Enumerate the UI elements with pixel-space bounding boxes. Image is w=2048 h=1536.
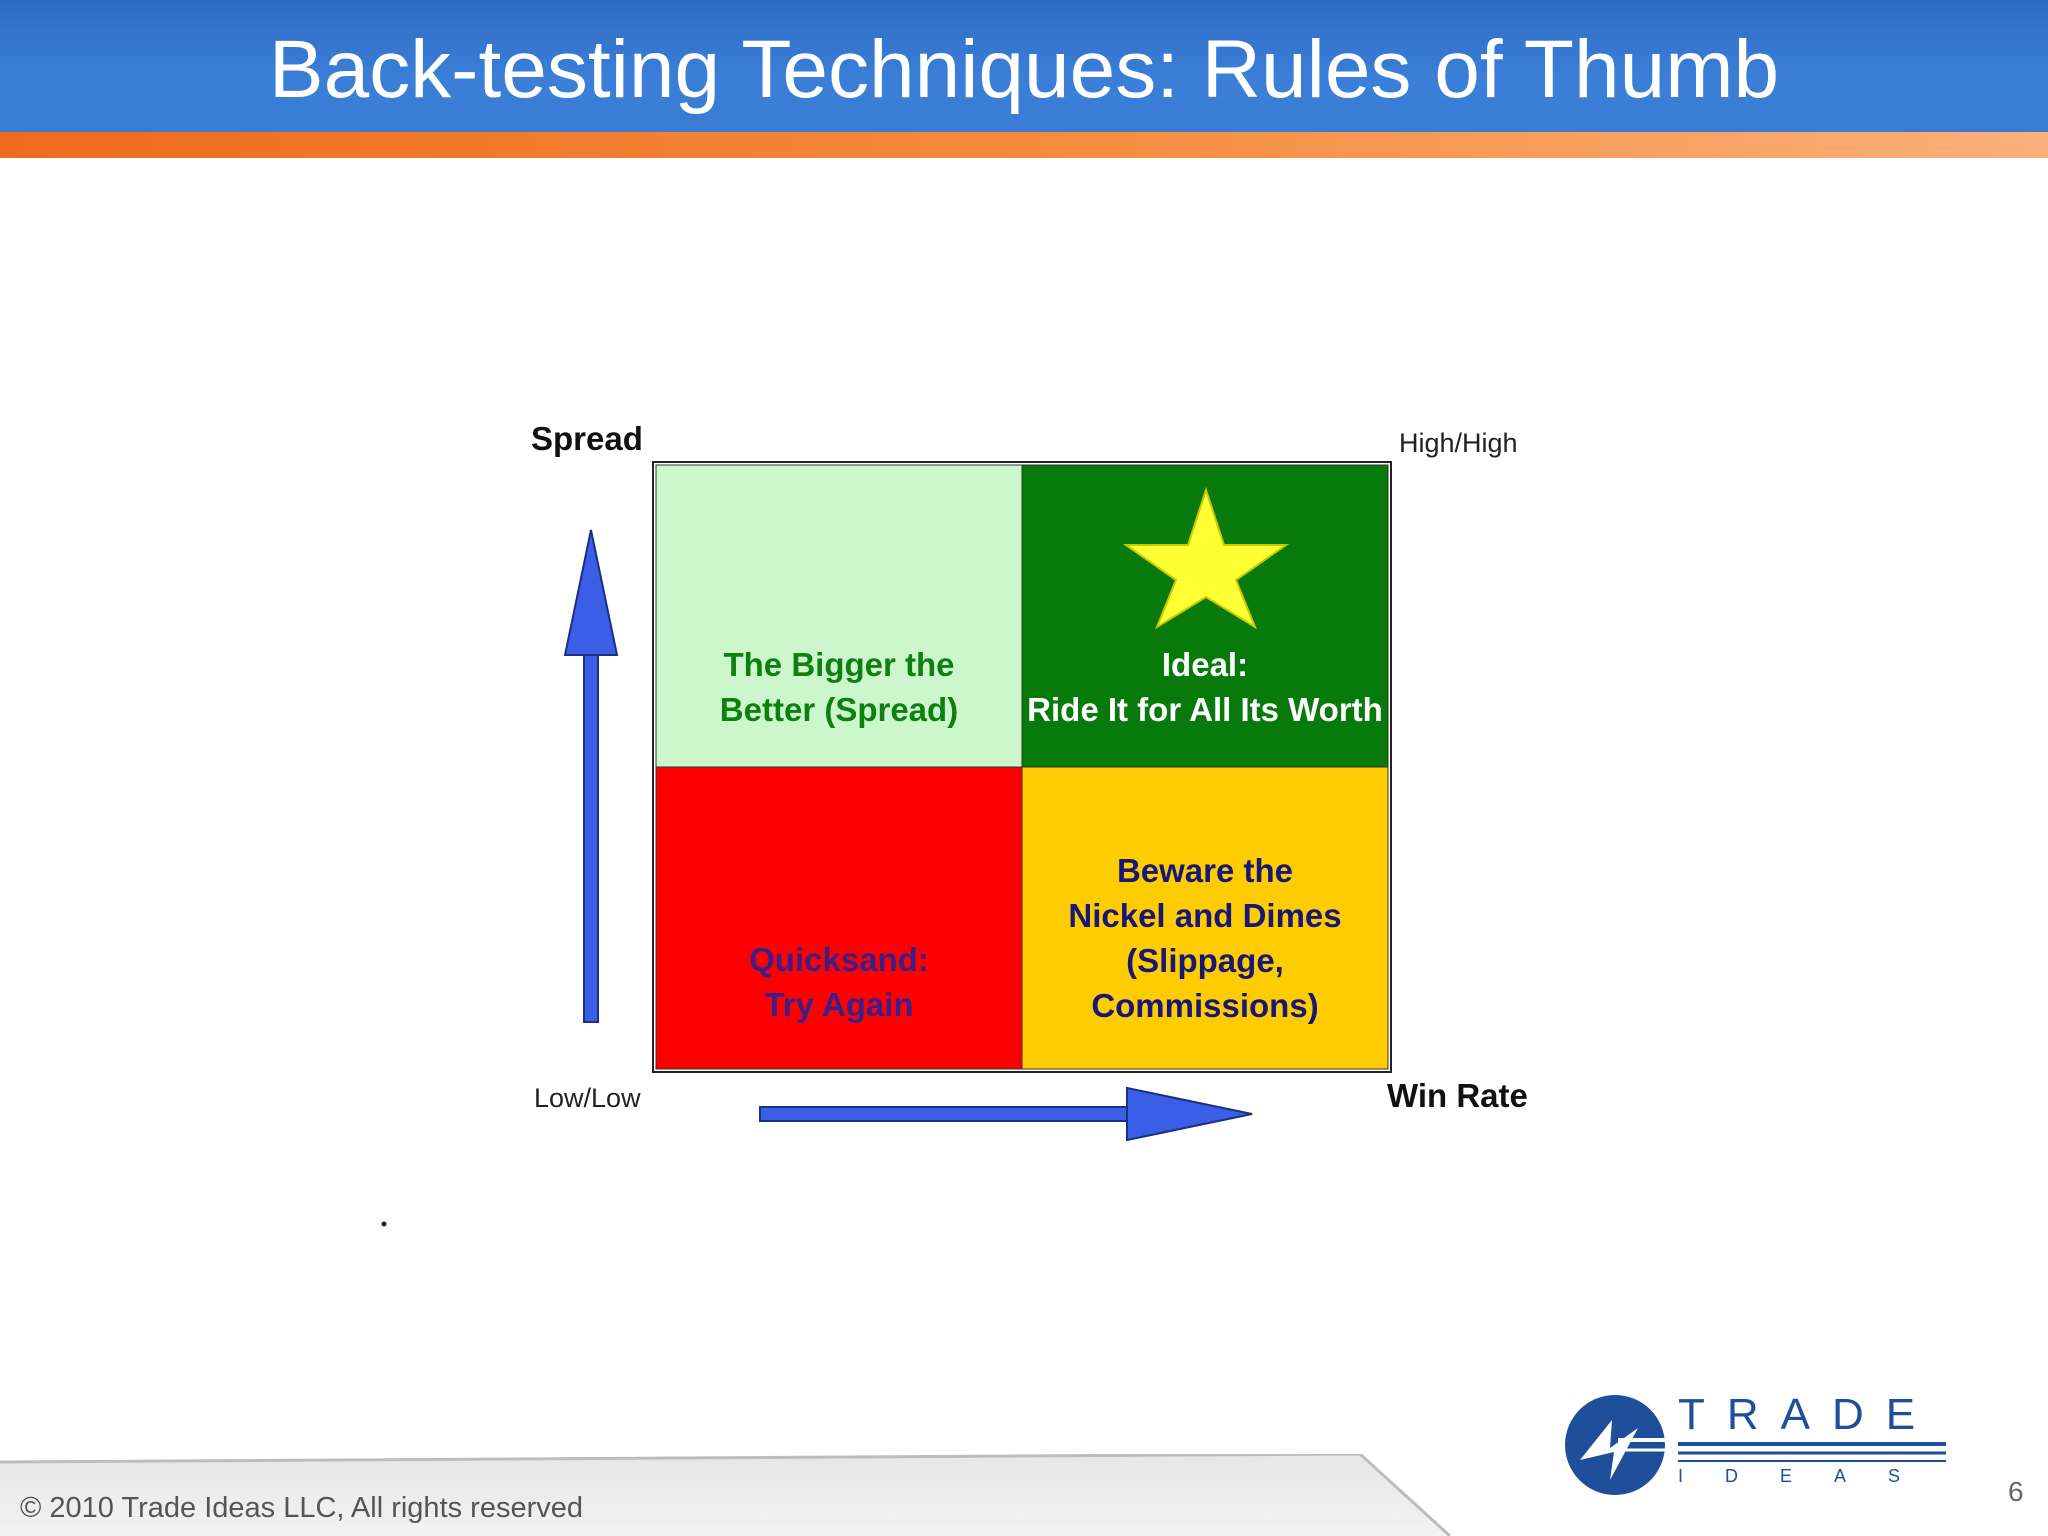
quadrant-bottom-right-text: Beware the Nickel and Dimes (Slippage, C… xyxy=(1068,852,1342,1024)
win-rate-axis-arrow xyxy=(759,1086,1253,1142)
high-high-label: High/High xyxy=(1399,428,1518,458)
logo-word-ideas: IDEAS xyxy=(1678,1466,1943,1486)
low-low-label: Low/Low xyxy=(534,1083,641,1113)
trade-ideas-logo: TRADE IDEAS xyxy=(1560,1390,1950,1500)
y-axis-label: Spread xyxy=(531,420,643,457)
x-axis-label: Win Rate xyxy=(1387,1077,1528,1114)
quadrant-top-right-text: Ideal: Ride It for All Its Worth xyxy=(1027,646,1383,728)
spread-axis-arrow xyxy=(563,529,619,1023)
copyright-notice: © 2010 Trade Ideas LLC, All rights reser… xyxy=(20,1492,584,1524)
trade-ideas-globe-icon xyxy=(1565,1395,1680,1495)
star-icon xyxy=(1122,486,1290,630)
quadrant-bottom-right xyxy=(1021,766,1389,1070)
footer-bar xyxy=(0,1454,1452,1536)
title-accent-stripe xyxy=(0,132,2048,158)
quadrant-bottom-left xyxy=(655,766,1023,1070)
logo-word-trade: TRADE xyxy=(1678,1390,1938,1439)
quadrant-top-left xyxy=(655,464,1023,768)
page-number: 6 xyxy=(2008,1476,2024,1507)
quadrant-bottom-left-text: Quicksand: Try Again xyxy=(749,941,929,1023)
logo-lines xyxy=(1678,1442,1946,1462)
stray-dot xyxy=(381,1221,387,1227)
matrix-frame xyxy=(652,461,1392,1073)
quadrant-top-left-text: The Bigger the Better (Spread) xyxy=(719,646,959,728)
title-bar xyxy=(0,0,2048,132)
page-title: Back-testing Techniques: Rules of Thumb xyxy=(268,24,1780,115)
